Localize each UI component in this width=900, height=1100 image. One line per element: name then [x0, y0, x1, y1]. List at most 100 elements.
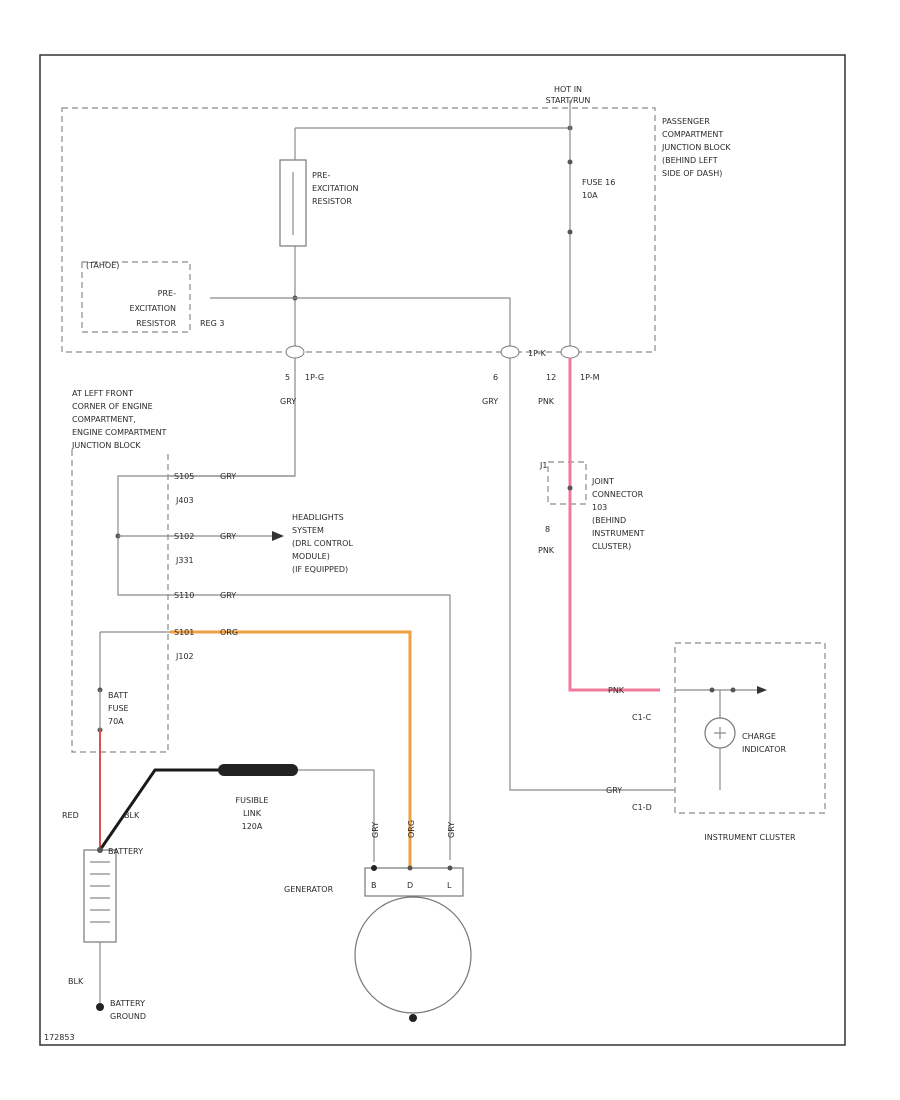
battery-positive-dot	[97, 847, 103, 853]
engine-block-label-4: ENGINE COMPARTMENT	[72, 428, 167, 437]
connector-1p-k	[500, 345, 520, 359]
battery-ground-label-2: GROUND	[110, 1012, 146, 1021]
splice-s105-id: S105	[174, 472, 194, 481]
figure-id: 172853	[44, 1033, 75, 1042]
gen-wire-b: GRY	[371, 822, 380, 838]
resistor-label-3: RESISTOR	[312, 197, 352, 206]
pink-wire-to-cluster	[568, 358, 660, 692]
generator-body	[354, 896, 472, 1014]
joint-connector-label-6: CLUSTER)	[592, 542, 631, 551]
gen-terminal-b: B	[371, 881, 377, 890]
pre-exc-box-label-2: EXCITATION	[129, 304, 176, 313]
passenger-block-label-3: JUNCTION BLOCK	[661, 143, 731, 152]
drl-arrow	[272, 531, 284, 541]
engine-block-label-5: JUNCTION BLOCK	[71, 441, 141, 450]
passenger-block-label-4: (BEHIND LEFT	[662, 156, 718, 165]
fuse-16-label-2: 10A	[582, 191, 598, 200]
cluster-pin-c2: C1-D	[632, 803, 652, 812]
instrument-cluster-outline	[674, 642, 826, 814]
cluster-pin-c1: C1-C	[632, 713, 652, 722]
engine-junction-block-outline	[71, 450, 169, 753]
headlights-label-1: HEADLIGHTS	[292, 513, 344, 522]
battery-ground-dot	[96, 1003, 104, 1011]
passenger-block-label-5: SIDE OF DASH)	[662, 169, 722, 178]
gen-terminal-l: L	[447, 881, 452, 890]
fusible-link-label-1: FUSIBLE	[236, 796, 269, 805]
joint-connector-label-3: 103	[592, 503, 607, 512]
wire-gry-3: GRY	[606, 786, 622, 795]
bat-fuse-label-1: BATT	[108, 691, 128, 700]
passenger-block-label-1: PASSENGER	[662, 117, 710, 126]
gry-wire-to-cluster	[509, 358, 675, 791]
pin-6: 6	[493, 373, 498, 382]
pin-8: 8	[545, 525, 550, 534]
fusible-link-to-generator	[298, 769, 375, 862]
wire-blk: BLK	[124, 811, 140, 820]
pre-excitation-module-outline	[81, 261, 191, 333]
headlights-label-4: MODULE)	[292, 552, 330, 561]
black-wire-to-fusible-link	[98, 768, 220, 851]
joint-connector-label-1: JOINT	[591, 477, 614, 486]
gen-terminal-d: D	[407, 881, 413, 890]
joint-connector-outline	[547, 461, 587, 505]
charge-indicator-label-1: CHARGE	[742, 732, 776, 741]
connector-1p-g	[285, 345, 305, 359]
fuse-dot-1	[567, 159, 573, 165]
hot-in-label-2: START/RUN	[546, 96, 591, 105]
jc-pin: J1	[539, 461, 547, 470]
resistor-label-1: PRE-	[312, 171, 330, 180]
headlights-label-5: (IF EQUIPPED)	[292, 565, 348, 574]
wire-pnk-1: PNK	[538, 397, 555, 406]
wire-pnk-3: PNK	[608, 686, 625, 695]
pre-exc-box-tag: (TAHOE)	[86, 261, 119, 270]
engine-block-label-1: AT LEFT FRONT	[72, 389, 133, 398]
splice-s101-conn: J102	[175, 652, 194, 661]
gen-wire-d: ORG	[407, 820, 416, 838]
fusible-link-label-2: LINK	[243, 809, 262, 818]
diagram-frame	[39, 54, 846, 1046]
splice-s105-conn: J403	[175, 496, 194, 505]
pre-exc-box-label-1: PRE-	[158, 289, 176, 298]
cluster-arrow	[757, 686, 767, 694]
splice-s101-wire: ORG	[220, 628, 238, 637]
wire-blk-2: BLK	[68, 977, 84, 986]
charge-indicator-label-2: INDICATOR	[742, 745, 786, 754]
battery-label: BATTERY	[108, 847, 143, 856]
splice-s101-id: S101	[174, 628, 194, 637]
gry-wire-to-generator-l	[170, 594, 451, 860]
battery-cells	[90, 861, 110, 923]
conn-1p-k: 1P-K	[528, 349, 547, 358]
generator-ground-dot	[409, 1014, 417, 1022]
splice-s105-wire: GRY	[220, 472, 236, 481]
battery-symbol	[83, 849, 117, 943]
battery-ground-label-1: BATTERY	[110, 999, 145, 1008]
passenger-junction-block-outline	[61, 107, 656, 353]
wire-gry-2: GRY	[482, 397, 498, 406]
wire-gry-1: GRY	[280, 397, 296, 406]
bat-fuse-label-2: FUSE	[108, 704, 129, 713]
generator-terminal-block	[364, 867, 464, 897]
headlights-label-3: (DRL CONTROL	[292, 539, 353, 548]
pin-12: 12	[546, 373, 556, 382]
cluster-dot-2	[730, 687, 736, 693]
splice-s102-id: S102	[174, 532, 194, 541]
fuse-dot-2	[567, 229, 573, 235]
wire-red: RED	[62, 811, 79, 820]
joint-connector-dot	[567, 485, 573, 491]
bat-fuse-label-3: 70A	[108, 717, 124, 726]
generator-d-dot	[407, 865, 413, 871]
gry-wire-1	[117, 358, 296, 596]
lamp-inner	[714, 727, 726, 739]
fusible-link-symbol	[218, 764, 298, 776]
connector-1p-m	[560, 345, 580, 359]
pre-exc-box-label-3: RESISTOR	[136, 319, 176, 328]
gen-wire-l: GRY	[447, 822, 456, 838]
splice-s110-id: S110	[174, 591, 194, 600]
fuse-16-label-1: FUSE 16	[582, 178, 615, 187]
splice-s102-wire: GRY	[220, 532, 236, 541]
conn-1p-g: 1P-G	[305, 373, 324, 382]
generator-l-dot	[447, 865, 453, 871]
conn-1p-m: 1P-M	[580, 373, 600, 382]
passenger-block-label-2: COMPARTMENT	[662, 130, 723, 139]
